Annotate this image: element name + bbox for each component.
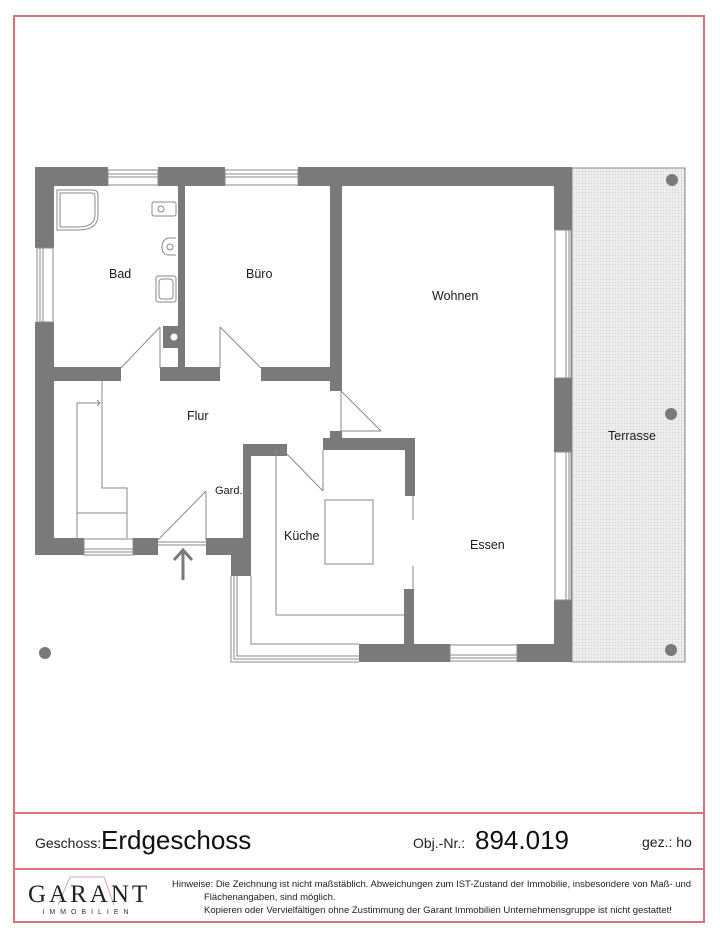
windows [36,169,572,663]
garant-logo: GARANT IMMOBILIEN [28,875,148,919]
room-label-buero: Büro [246,267,273,281]
column-dot [39,647,51,659]
room-label-bad: Bad [109,267,132,281]
terrace-area [571,167,686,663]
geschoss-label: Geschoss: [35,835,102,851]
room-label-terrasse: Terrasse [608,429,656,443]
fixtures [56,189,414,616]
logo-roof-icon [57,876,115,905]
room-label-kueche: Küche [284,529,320,543]
logo-subtitle: IMMOBILIEN [42,909,134,916]
titleblock-divider-top [13,812,705,814]
disclaimer-notes: Hinweise: Die Zeichnung ist nicht maßstä… [172,878,691,917]
room-label-wohnen: Wohnen [432,289,479,303]
geschoss-value: Erdgeschoss [101,825,252,855]
room-label-flur: Flur [187,409,209,423]
drawing-frame [13,15,705,923]
room-label-garderobe: Gard. [215,485,243,497]
note-line-3: Kopieren oder Vervielfältigen ohne Zusti… [204,905,672,916]
note-line-2: Flächenangaben, sind möglich. [204,892,336,903]
titleblock-divider-bottom [13,868,705,870]
object-number-label: Obj.-Nr.: [413,835,466,851]
room-label-essen: Essen [470,538,505,552]
walls [35,167,572,662]
object-number-value: 894.019 [475,825,569,855]
note-line-1: Hinweise: Die Zeichnung ist nicht maßstä… [172,879,692,890]
logo-name: GARANT [28,881,151,908]
entrance-arrow-icon [172,547,194,580]
drawn-by: gez.: ho [642,834,692,850]
